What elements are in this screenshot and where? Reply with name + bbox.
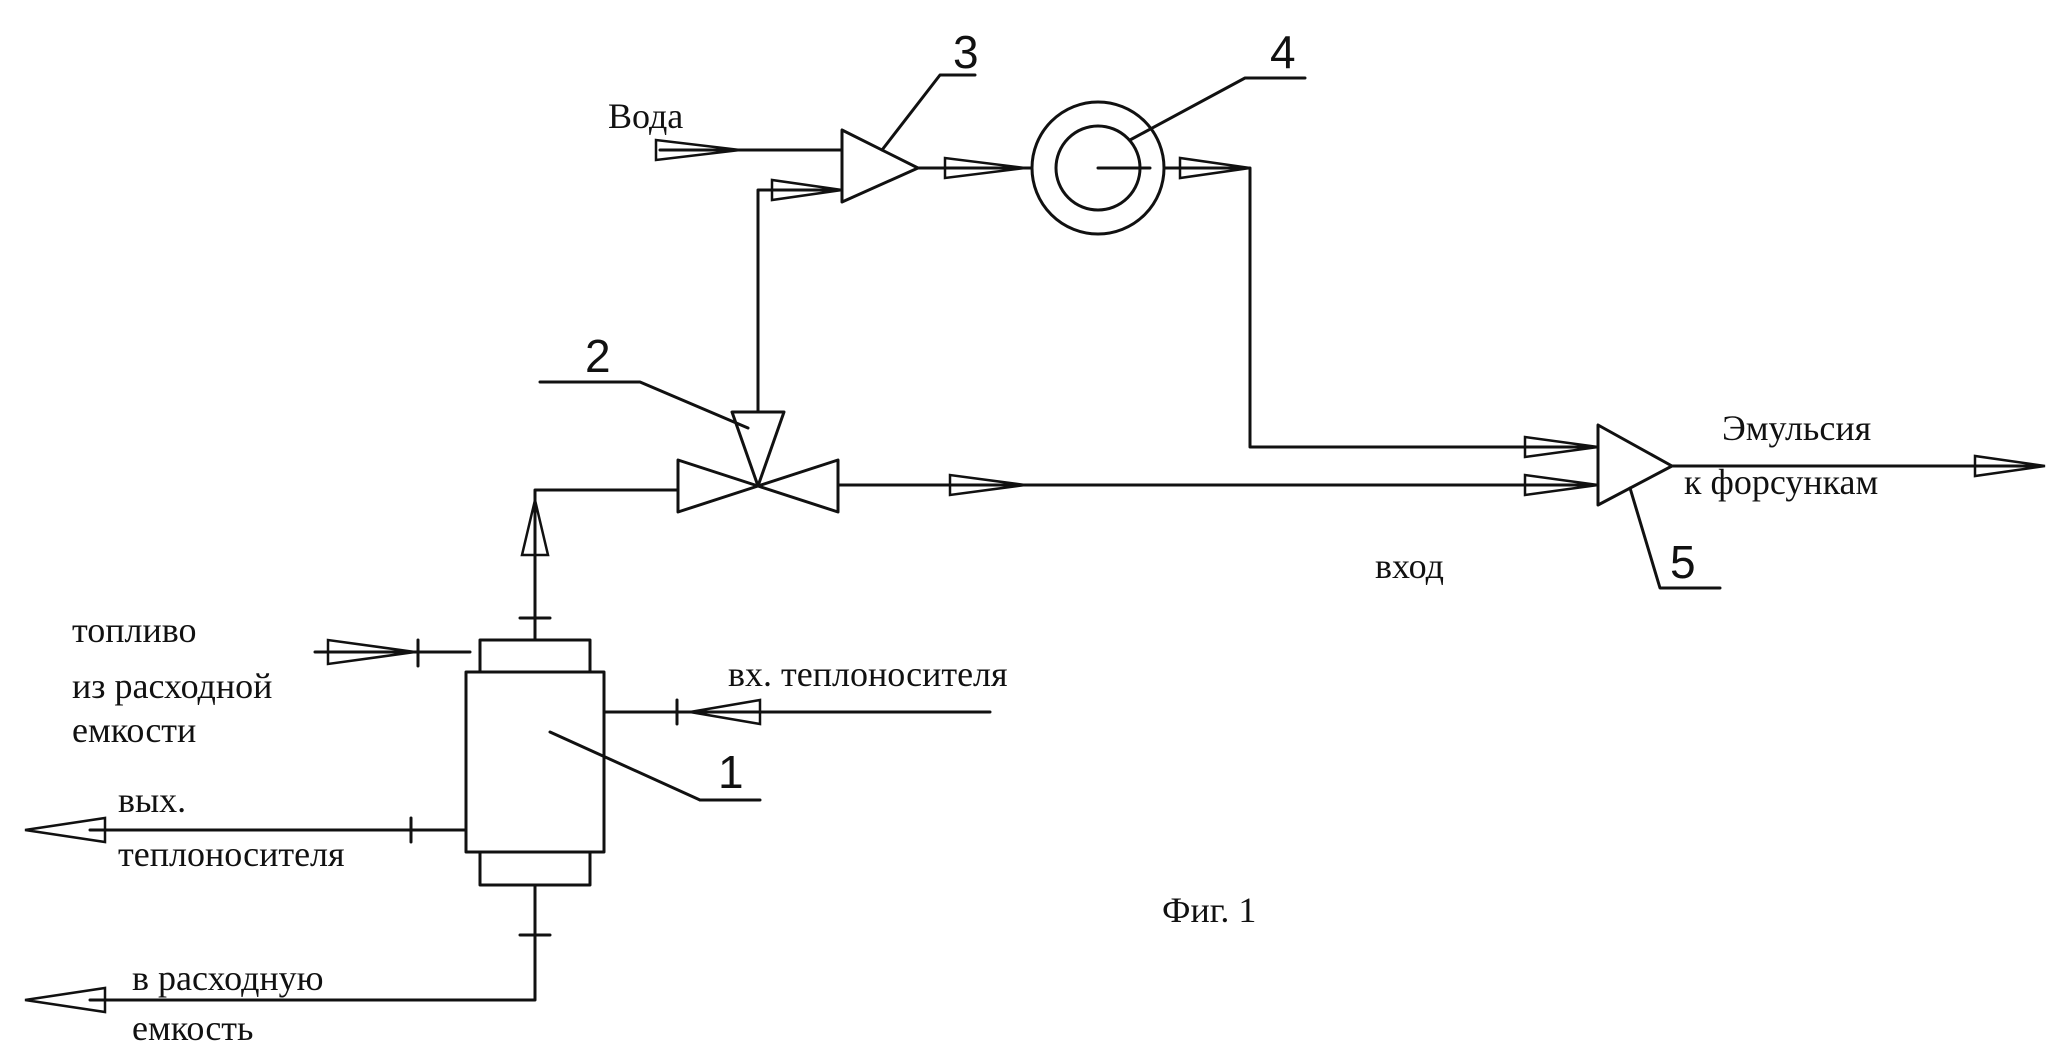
valve-to-mixer3-pipe xyxy=(758,190,842,412)
heater-to-valve-pipe xyxy=(535,490,678,640)
figure-caption: Фиг. 1 xyxy=(1162,890,1256,930)
to-tank-label-line2: емкость xyxy=(132,1008,253,1048)
flange-marks xyxy=(411,618,677,935)
fuel-label-line1: топливо xyxy=(72,610,197,650)
emulsifier-leader-line xyxy=(1130,78,1305,140)
valve-left-triangle xyxy=(678,460,758,512)
heat-exchanger-body xyxy=(466,672,604,852)
emulsion-label-line1: Эмульсия xyxy=(1722,408,1871,448)
fuel-label-line2: из расходной xyxy=(72,666,272,706)
mixer-3 xyxy=(842,75,975,202)
mixer-3-body xyxy=(842,130,918,202)
emulsifier-to-mixer5-pipe xyxy=(1165,168,1598,447)
heat-exchanger-top-cap xyxy=(480,640,590,672)
valve-leader-line xyxy=(540,382,748,428)
component-number-1: 1 xyxy=(718,746,744,798)
valve-right-triangle xyxy=(758,460,838,512)
three-way-valve xyxy=(540,382,838,512)
emulsifier-4 xyxy=(1032,78,1305,234)
component-number-5: 5 xyxy=(1670,536,1696,588)
heat-exchanger-bottom-cap xyxy=(480,852,590,885)
heat-out-label-line1: вых. xyxy=(118,780,186,820)
mixer-3-leader-line xyxy=(882,75,975,150)
emulsion-label-line2: к форсункам xyxy=(1684,462,1878,502)
component-number-3: 3 xyxy=(953,26,979,78)
text-labels: Вода топливо из расходной емкости вх. те… xyxy=(72,96,1878,1048)
mixer-5 xyxy=(1598,425,1720,588)
heat-out-label-line2: теплоносителя xyxy=(118,834,345,874)
water-label: Вода xyxy=(608,96,683,136)
to-tank-label-line1: в расходную xyxy=(132,958,324,998)
component-number-2: 2 xyxy=(585,330,611,382)
fuel-label-line3: емкости xyxy=(72,710,196,750)
heat-in-label: вх. теплоносителя xyxy=(728,654,1008,694)
heat-exchanger-leader-line xyxy=(550,732,700,800)
pipelines xyxy=(90,150,2040,1000)
heat-exchanger xyxy=(466,640,760,885)
component-number-4: 4 xyxy=(1270,26,1296,78)
inlet-label: вход xyxy=(1375,546,1444,586)
flow-arrows xyxy=(25,140,2045,1012)
mixer-5-body xyxy=(1598,425,1672,505)
